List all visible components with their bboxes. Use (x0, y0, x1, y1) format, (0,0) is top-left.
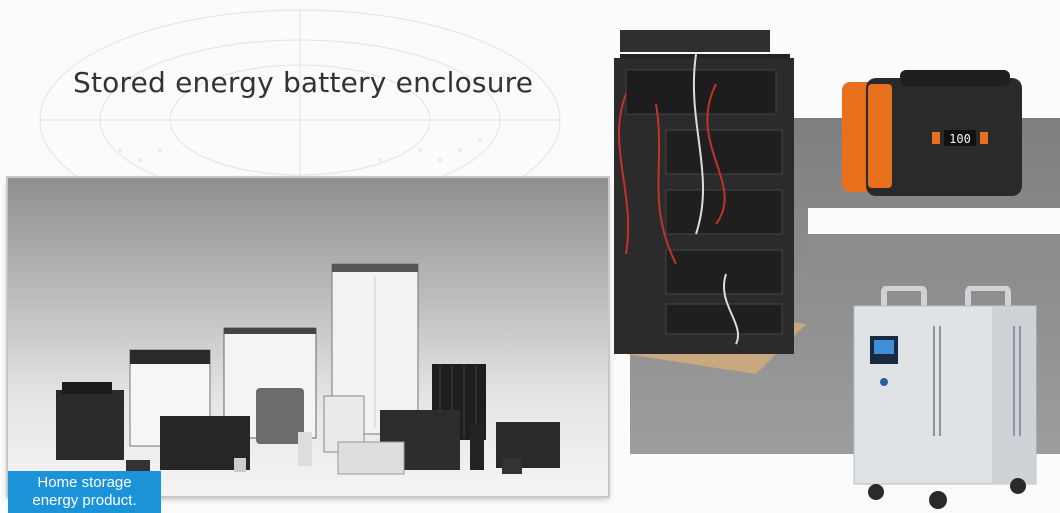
product-photo-panel (8, 178, 608, 496)
divider (808, 208, 1060, 234)
caption-line-1: Home storage (37, 474, 132, 491)
caption-label: Home storage energy product. (8, 471, 161, 513)
page-title: Stored energy battery enclosure (73, 66, 534, 99)
battery-products-image (56, 263, 560, 475)
caption-line-2: energy product. (32, 492, 137, 509)
gray-bar (808, 234, 1060, 280)
server-rack-battery-image (614, 30, 806, 374)
battery-cabinet-image (853, 286, 1037, 509)
portable-power-station-image: 100 (842, 70, 1022, 196)
display-readout: 100 (949, 132, 971, 146)
